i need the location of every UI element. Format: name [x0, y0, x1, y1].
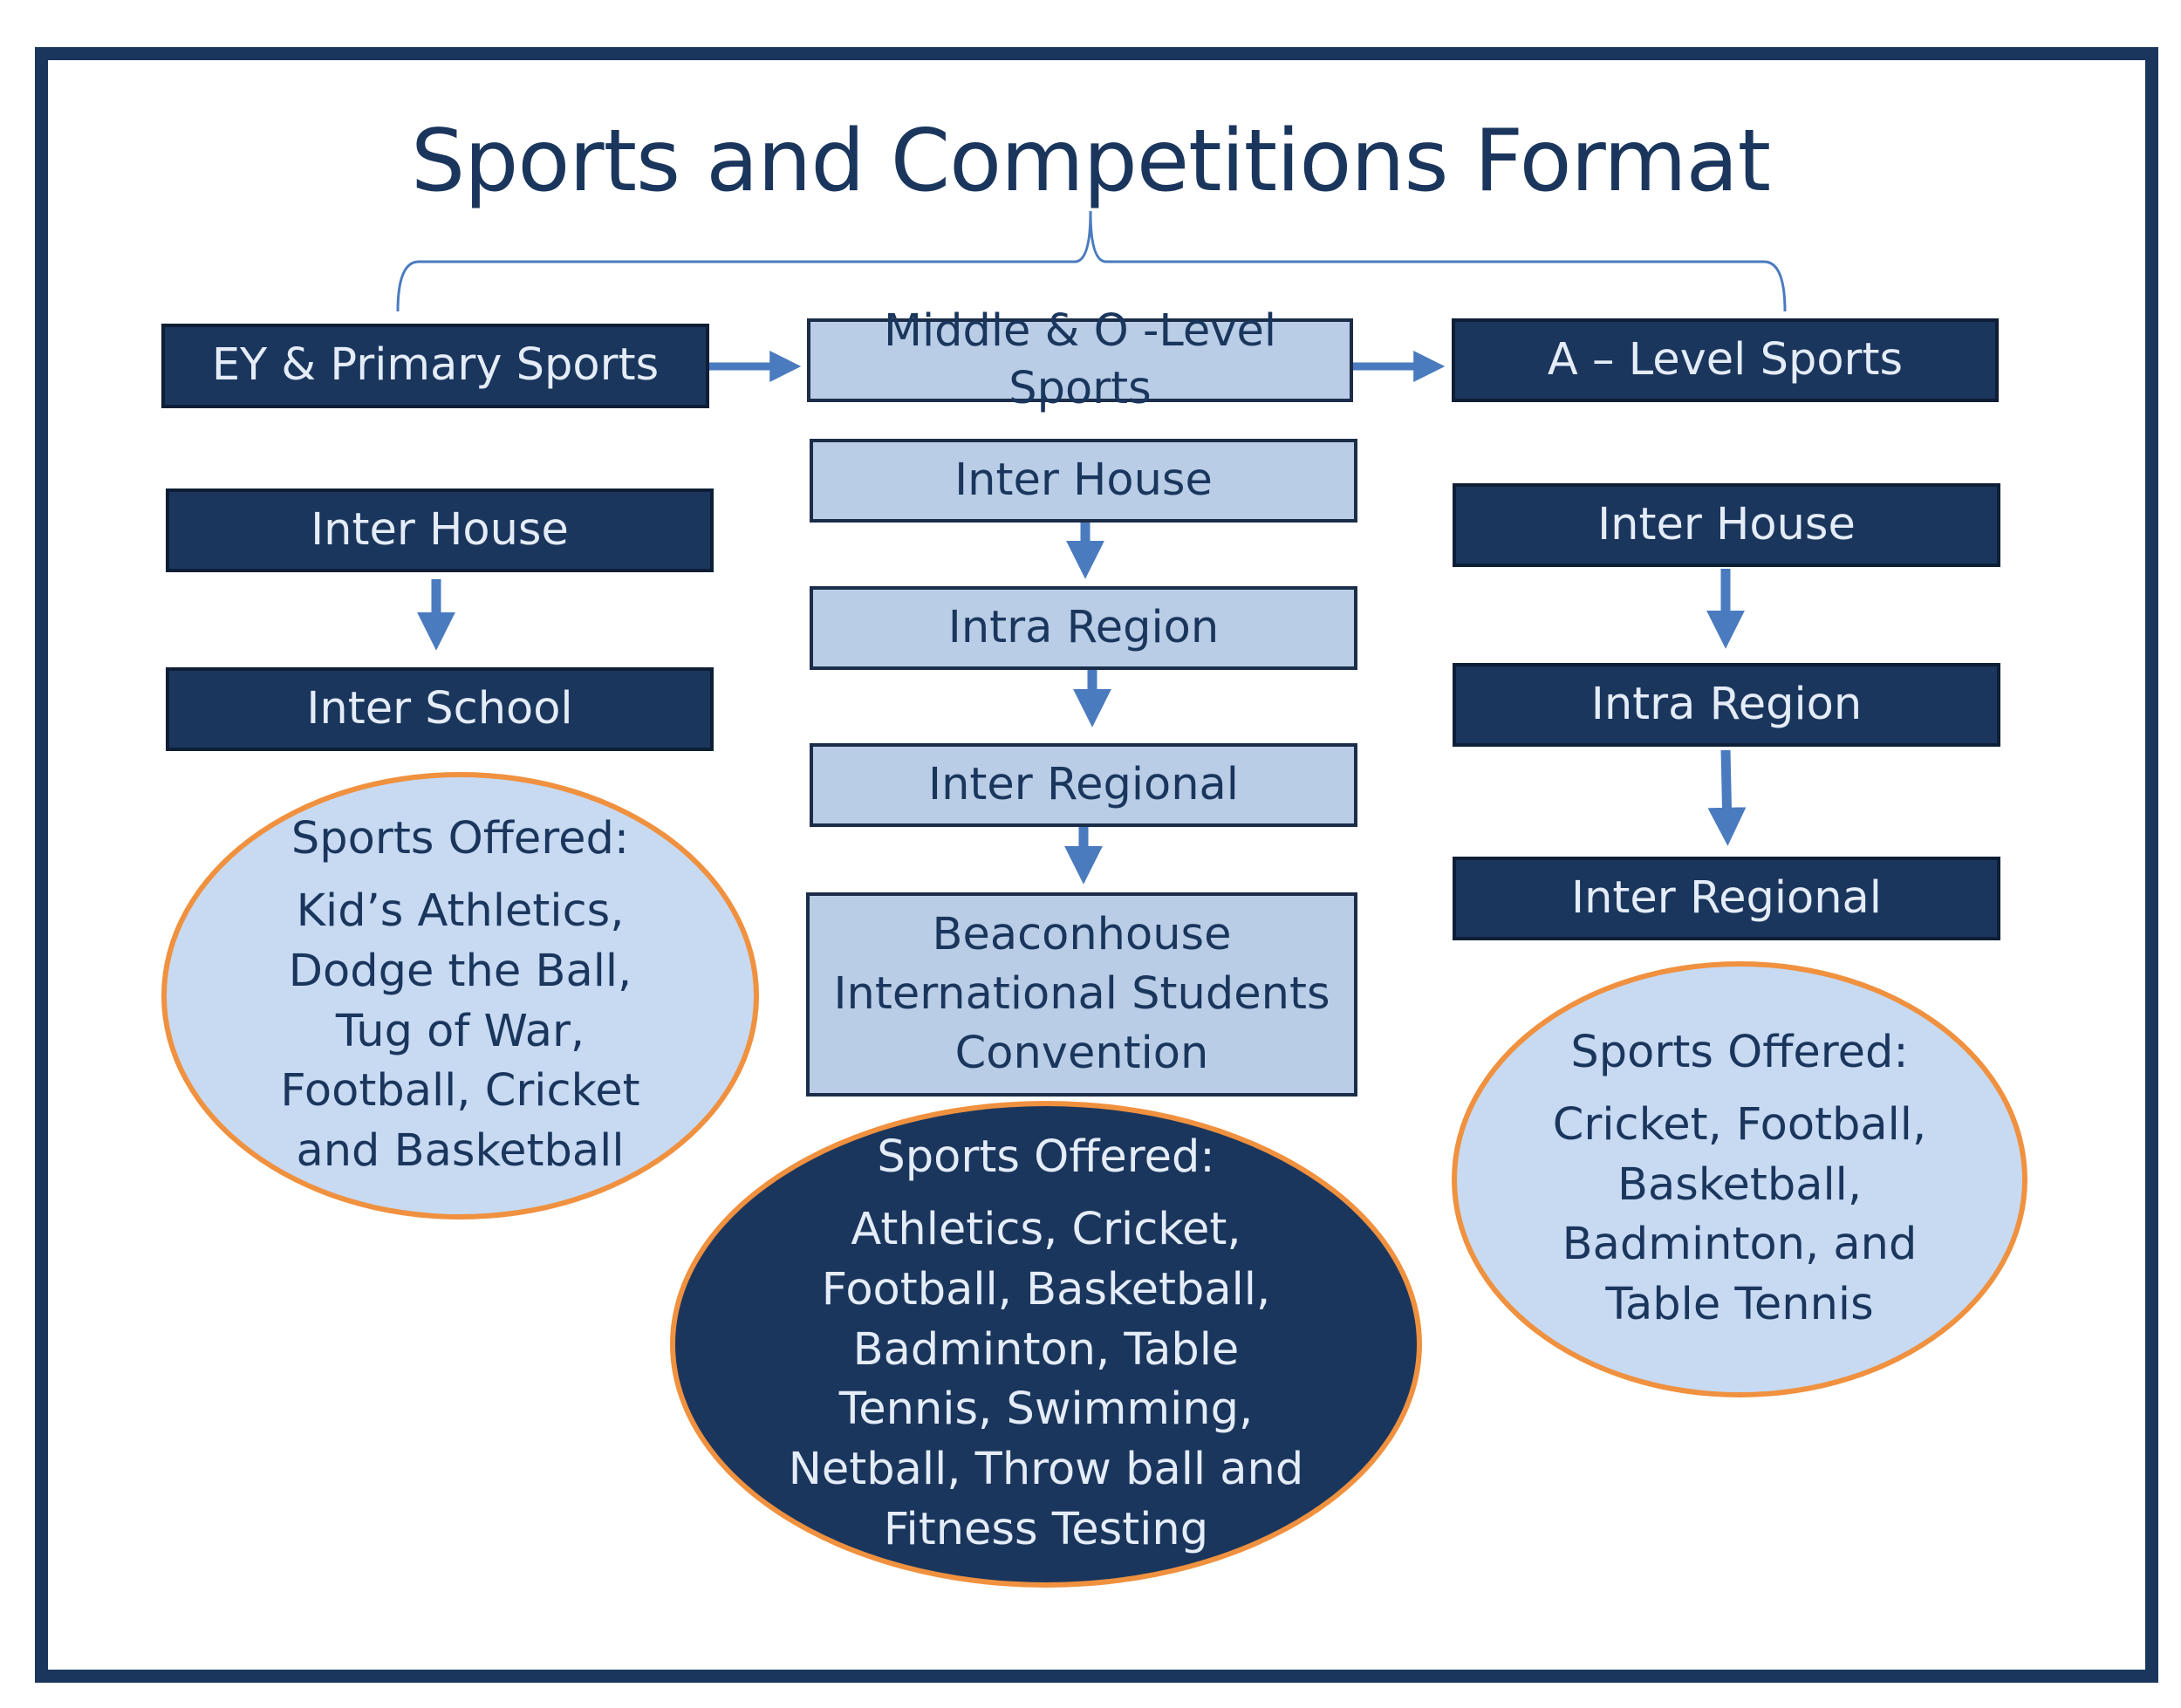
col2-level-inter-house: Inter House: [810, 439, 1357, 523]
header-a-level: A – Level Sports: [1452, 318, 1999, 402]
col1-sports-heading: Sports Offered:: [291, 812, 630, 864]
col2-sports-list: Athletics, Cricket, Football, Basketball…: [788, 1203, 1304, 1556]
col3-level-inter-regional: Inter Regional: [1453, 857, 2000, 940]
col2-level-intra-region: Intra Region: [810, 586, 1357, 670]
col2-sports-heading: Sports Offered:: [877, 1131, 1215, 1184]
col1-sports-ellipse: Sports Offered: Kid’s Athletics, Dodge t…: [161, 772, 759, 1220]
col3-level-intra-region: Intra Region: [1453, 663, 2000, 747]
col1-level-inter-school: Inter School: [166, 667, 714, 751]
col3-sports-ellipse: Sports Offered: Cricket, Football, Baske…: [1452, 961, 2027, 1397]
arrow-col3-2: [1707, 749, 1747, 846]
col2-level-inter-regional: Inter Regional: [810, 743, 1357, 827]
col1-sports-list: Kid’s Athletics, Dodge the Ball, Tug of …: [280, 885, 640, 1178]
col3-sports-list: Cricket, Football, Basketball, Badminton…: [1552, 1098, 1927, 1331]
col2-level-bisc: Beaconhouse International Students Conve…: [806, 892, 1357, 1097]
col3-sports-heading: Sports Offered:: [1570, 1026, 1909, 1078]
header-middle-olevel: Middle & O -Level Sports: [807, 305, 1353, 414]
header-ey-primary: EY & Primary Sports: [161, 324, 709, 408]
page-border: [35, 47, 2158, 1683]
col3-level-inter-house: Inter House: [1453, 483, 2000, 567]
col1-level-inter-house: Inter House: [166, 488, 714, 572]
title-brace: [396, 210, 1787, 312]
diagram-title: Sports and Competitions Format: [410, 112, 1771, 211]
col2-sports-ellipse: Sports Offered: Athletics, Cricket, Foot…: [670, 1101, 1422, 1588]
